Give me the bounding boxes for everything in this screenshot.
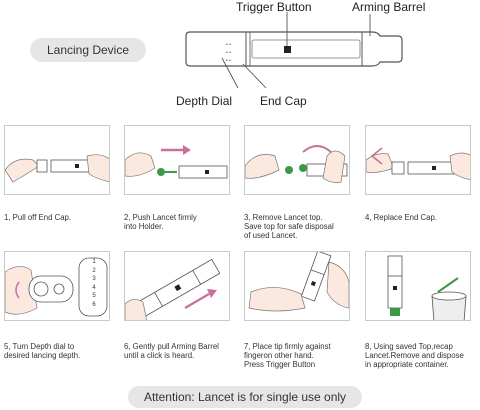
end-cap-callout: End Cap <box>260 94 307 108</box>
dial-number: 4 <box>86 284 102 293</box>
depth-dial-callout: Depth Dial <box>176 94 232 108</box>
step-3-caption: 3, Remove Lancet top. Save top for safe … <box>244 213 356 241</box>
step-2-illustration <box>124 125 230 195</box>
step-7-caption: 7, Place tip firmly against fingeron oth… <box>244 342 356 370</box>
step-4-illustration <box>365 125 471 195</box>
step-6-illustration <box>124 251 230 321</box>
lancing-device-illustration: • • • • • • <box>0 0 480 120</box>
step-3-illustration <box>244 125 350 195</box>
dial-number: 2 <box>86 267 102 276</box>
step-5-caption: 5, Turn Depth dial to desired lancing de… <box>4 342 116 360</box>
step-8-illustration <box>365 251 471 321</box>
dial-number: 1 <box>86 258 102 267</box>
trigger-button-callout: Trigger Button <box>236 0 312 14</box>
svg-text:• •: • • <box>226 50 231 56</box>
arming-barrel-callout: Arming Barrel <box>352 0 425 14</box>
attention-text: Attention: Lancet is for single use only <box>144 390 346 404</box>
step-7-illustration <box>244 251 350 321</box>
step-1-caption: 1, Pull off End Cap. <box>4 213 116 222</box>
dial-number: 5 <box>86 292 102 301</box>
step-1-illustration <box>4 125 110 195</box>
svg-text:• •: • • <box>226 42 231 48</box>
svg-text:• •: • • <box>226 58 231 64</box>
attention-pill: Attention: Lancet is for single use only <box>128 386 362 408</box>
step-8-caption: 8, Using saved Top,recap Lancet.Remove a… <box>365 342 477 370</box>
depth-dial-numbers: 1 2 3 4 5 6 <box>86 258 102 310</box>
step-6-caption: 6, Gently pull Arming Barrel until a cli… <box>124 342 236 360</box>
step-4-caption: 4, Replace End Cap. <box>365 213 477 222</box>
dial-number: 6 <box>86 301 102 310</box>
dial-number: 3 <box>86 275 102 284</box>
step-2-caption: 2, Push Lancet firmly into Holder. <box>124 213 236 231</box>
